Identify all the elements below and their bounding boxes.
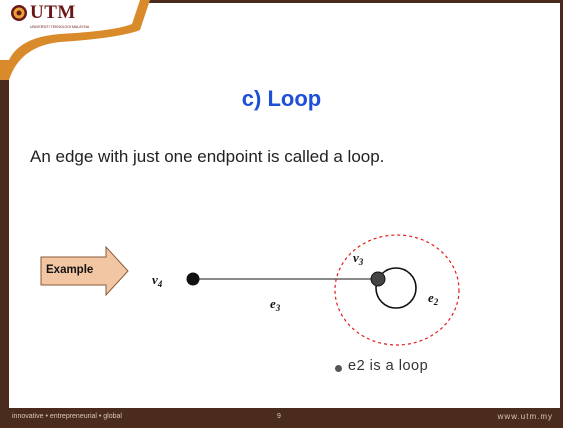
edge-e3-label: e3 (270, 296, 281, 313)
slide-body-text: An edge with just one endpoint is called… (30, 147, 385, 166)
vertex-v3-label: v3 (353, 250, 364, 267)
logo-text: UTM (30, 2, 76, 23)
bullet-text: e2 is a loop (348, 358, 429, 374)
logo-tab (0, 0, 150, 80)
footer-bar: innovative • entrepreneurial • global 9 … (0, 408, 563, 428)
frame-left (0, 0, 9, 408)
vertex-v4-label: v4 (152, 272, 163, 289)
edge-e2-label: e2 (428, 290, 439, 307)
vertex-v3 (370, 271, 386, 287)
example-arrow-icon (40, 246, 129, 296)
utm-crest-icon (11, 5, 27, 21)
footer-url: www.utm.my (497, 412, 553, 421)
edge-e2-loop (375, 267, 417, 309)
slide-title: c) Loop (241, 86, 322, 111)
vertex-v4 (186, 272, 200, 286)
frame-top (0, 0, 563, 3)
loop-highlight-circle (334, 234, 460, 346)
example-label: Example (46, 264, 94, 276)
footer-tagline: innovative • entrepreneurial • global (12, 413, 122, 420)
page-number: 9 (277, 413, 281, 420)
bullet-icon (335, 365, 342, 372)
frame-right (560, 0, 563, 408)
logo-subtext: UNIVERSITI TEKNOLOGI MALAYSIA (30, 25, 90, 29)
